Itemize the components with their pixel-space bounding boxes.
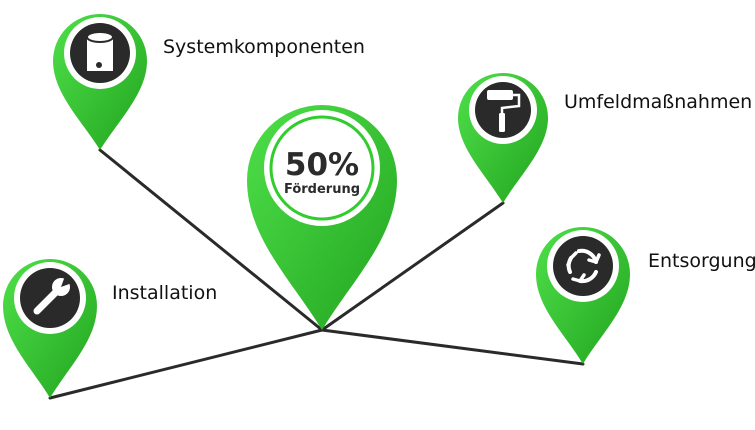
- cylinder-tank-icon: [86, 31, 114, 71]
- pin-systemkomponenten: [52, 13, 147, 151]
- label-systemkomponenten: Systemkomponenten: [163, 36, 365, 58]
- center-subtitle: Förderung: [283, 182, 361, 197]
- line-to-systemkomponenten: [98, 148, 324, 332]
- line-to-installation: [48, 328, 324, 400]
- center-percentage: 50%: [284, 147, 360, 183]
- pin-entsorgung: [536, 226, 630, 365]
- wrench-icon: [33, 276, 72, 315]
- pin-umfeldmassnahmen: [458, 73, 548, 203]
- label-entsorgung: Entsorgung: [648, 250, 755, 272]
- line-to-entsorgung: [320, 328, 585, 366]
- label-installation: Installation: [112, 282, 218, 304]
- label-umfeldmassnahmen: Umfeldmaßnahmen: [564, 91, 753, 113]
- paint-roller-icon: [487, 90, 521, 132]
- connector-lines: [48, 148, 585, 400]
- pin-center: [247, 105, 397, 330]
- pin-installation: [2, 258, 97, 399]
- line-to-umfeldmassnahmen: [320, 201, 505, 332]
- recycle-icon: [566, 248, 601, 284]
